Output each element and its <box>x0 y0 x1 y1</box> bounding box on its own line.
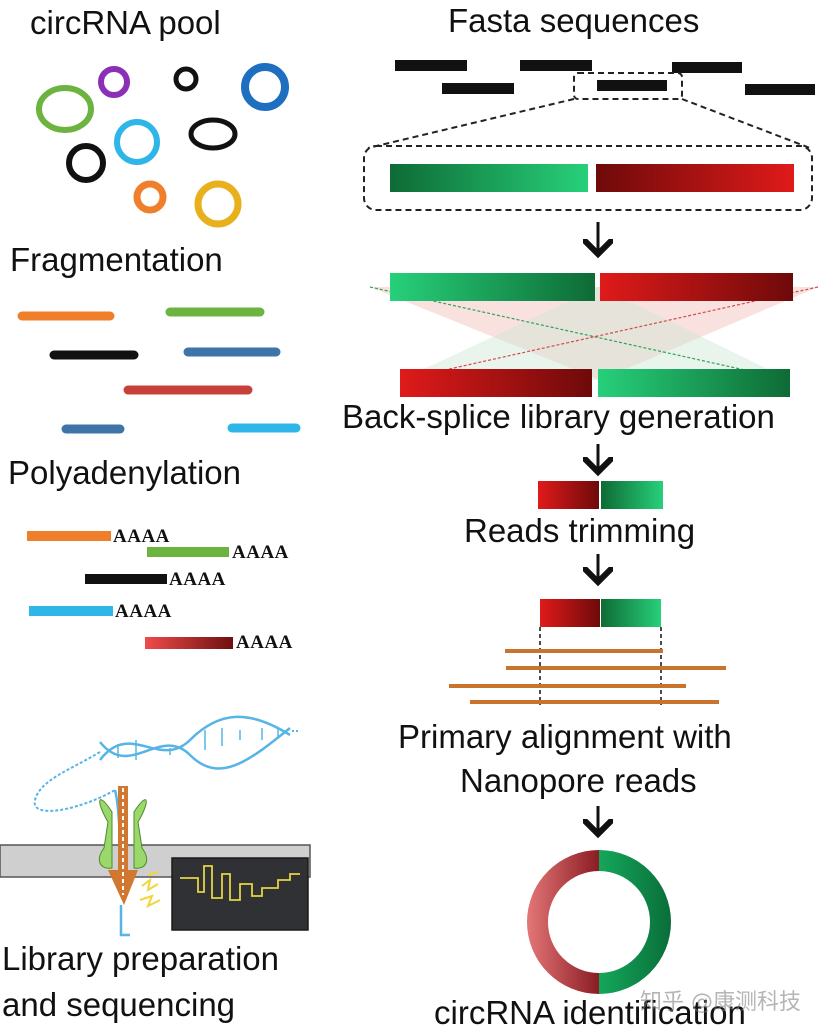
zoom-line-right <box>681 98 811 149</box>
backsplice-label: Back-splice library generation <box>342 398 775 435</box>
alignment-diagram <box>449 599 726 705</box>
ring-orange <box>133 180 167 214</box>
nanopore-illustration <box>0 715 311 937</box>
polya-bar-orange <box>27 531 111 541</box>
dna-helix-strand-a <box>99 715 291 761</box>
fasta-bar <box>442 83 514 94</box>
backsplice-bottom-green <box>598 369 790 397</box>
fasta-bar <box>395 60 467 71</box>
fasta-sequences-title: Fasta sequences <box>448 2 700 39</box>
polya-tail-cyan: AAAA <box>115 601 172 622</box>
trimmed-red <box>538 481 599 509</box>
single-strand <box>33 751 116 812</box>
alignment-label-line1: Primary alignment with <box>398 718 732 755</box>
backsplice-top-green <box>390 273 595 301</box>
pore-channel <box>118 786 128 886</box>
backsplice-bottom-red <box>400 369 592 397</box>
circrna-identification-label: circRNA identification <box>434 994 746 1031</box>
nanopore-reads <box>449 649 726 704</box>
ring-green <box>36 85 94 133</box>
trimmed-green <box>601 481 663 509</box>
zoomed-sequence-box <box>363 145 813 211</box>
signal-trace <box>180 865 300 901</box>
circrna-pool-rings <box>36 63 289 228</box>
fragment-pieces <box>17 307 301 434</box>
polya-bar-black <box>85 574 167 584</box>
fasta-bar <box>745 84 815 95</box>
library-prep-title-line2: and sequencing <box>2 986 236 1023</box>
pore-protein-right <box>133 799 148 869</box>
ring-half-red <box>527 850 599 994</box>
ring-cyan <box>114 119 160 165</box>
polya-tail-orange: AAAA <box>113 526 170 547</box>
fasta-bar <box>672 62 742 73</box>
polya-bar-green <box>147 547 229 557</box>
reads-trimming-label: Reads trimming <box>464 512 696 549</box>
dna-helix-rungs <box>117 728 279 760</box>
exit-strand <box>119 905 130 937</box>
aligned-green <box>601 599 661 627</box>
backsplice-cross-fill-2 <box>400 287 790 380</box>
aligned-red <box>540 599 600 627</box>
polya-tail-green: AAAA <box>232 542 289 563</box>
library-prep-title-line1: Library preparation <box>2 940 279 977</box>
ion-flashes <box>139 871 161 909</box>
zoom-line-left <box>367 98 575 149</box>
ring-black-left <box>66 143 106 183</box>
ring-gold <box>194 180 242 228</box>
pore-protein-left <box>98 799 113 869</box>
ring-half-green <box>599 850 671 994</box>
polya-bars <box>27 531 233 649</box>
circrna-pool-title: circRNA pool <box>30 4 221 41</box>
watermark: 知乎 @康测科技 <box>640 990 801 1015</box>
polya-bar-cyan <box>29 606 113 616</box>
zoomed-exon-green <box>390 164 588 192</box>
identified-circrna-ring <box>527 850 671 994</box>
ring-blue-large <box>241 63 289 111</box>
backsplice-top-red <box>600 273 793 301</box>
dna-helix-strand-b <box>99 727 291 770</box>
backsplice-cross-fill <box>370 287 818 380</box>
backsplice-diagram <box>369 273 819 397</box>
alignment-label-line2: Nanopore reads <box>460 762 697 799</box>
fragmentation-title: Fragmentation <box>10 241 223 278</box>
fasta-bar <box>597 80 667 91</box>
fasta-selection-box <box>573 72 683 100</box>
polyadenylation-title: Polyadenylation <box>8 454 241 491</box>
fasta-bar <box>520 60 592 71</box>
polya-bar-red <box>145 637 233 649</box>
polya-tail-red: AAAA <box>236 632 293 653</box>
ring-black-oval <box>188 117 238 151</box>
zoomed-exon-red <box>596 164 794 192</box>
fasta-sequence-bars <box>395 60 815 95</box>
ring-black-small <box>173 66 199 92</box>
polya-tail-black: AAAA <box>169 569 226 590</box>
ring-purple <box>98 66 130 98</box>
